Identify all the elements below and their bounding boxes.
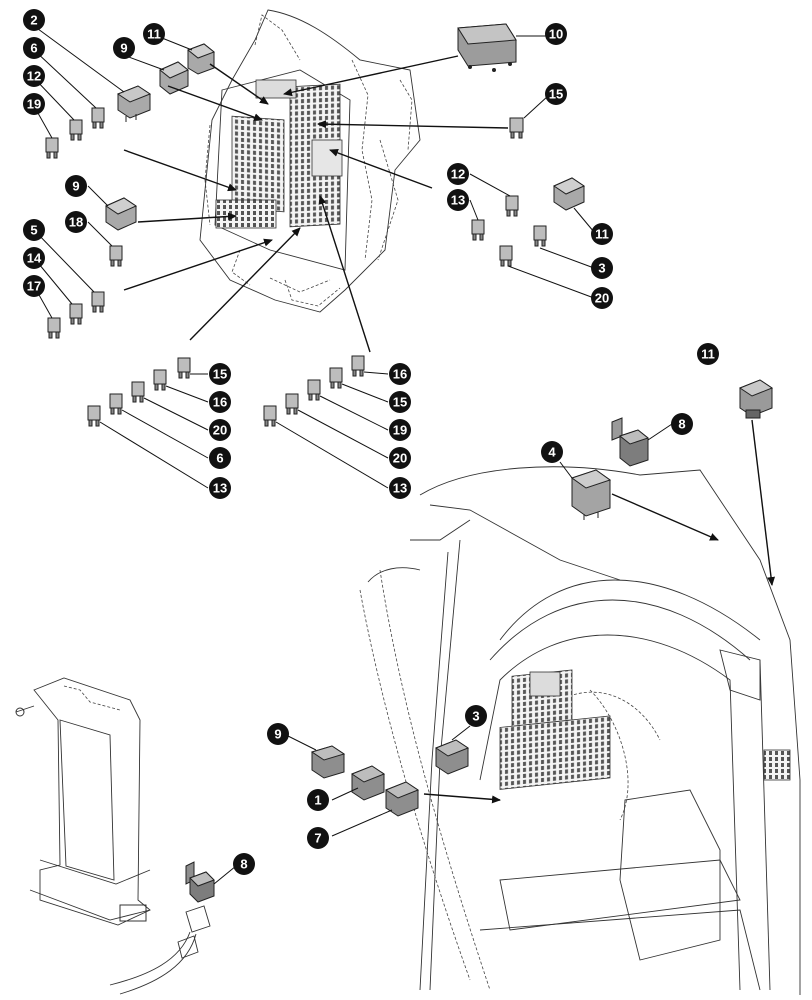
callout-15: 15 — [209, 363, 231, 385]
svg-text:7: 7 — [314, 831, 321, 846]
svg-text:19: 19 — [27, 97, 41, 112]
callout-17: 17 — [23, 275, 45, 297]
svg-text:20: 20 — [595, 291, 609, 306]
callout-2: 2 — [23, 9, 45, 31]
svg-text:13: 13 — [213, 481, 227, 496]
callout-12: 12 — [447, 163, 469, 185]
callout-13: 13 — [389, 477, 411, 499]
callout-11: 11 — [143, 23, 165, 45]
fuse-row-bottom-left — [87, 357, 191, 427]
relay-part-7 — [384, 781, 420, 817]
callout-1: 1 — [307, 789, 329, 811]
relay-part-2 — [116, 85, 152, 122]
svg-text:20: 20 — [393, 451, 407, 466]
fuse-set-upper-left — [45, 107, 105, 159]
relay-part-11-lower — [738, 379, 774, 419]
callout-20: 20 — [591, 287, 613, 309]
svg-text:9: 9 — [72, 179, 79, 194]
svg-text:17: 17 — [27, 279, 41, 294]
callout-16: 16 — [389, 363, 411, 385]
relay-part-9-lower — [310, 745, 346, 779]
svg-text:20: 20 — [213, 423, 227, 438]
svg-text:3: 3 — [598, 261, 605, 276]
cab-frame-assembly — [359, 466, 801, 995]
svg-text:9: 9 — [120, 41, 127, 56]
callout-15: 15 — [389, 391, 411, 413]
svg-text:6: 6 — [30, 41, 37, 56]
callout-badges: 2 6 12 19 9 11 10 15 12 13 11 3 20 9 18 … — [23, 9, 719, 875]
fuse-part-15-right — [509, 117, 524, 139]
callout-12: 12 — [23, 65, 45, 87]
svg-text:1: 1 — [314, 793, 321, 808]
svg-text:6: 6 — [216, 451, 223, 466]
control-module-part-10 — [457, 23, 517, 72]
svg-text:13: 13 — [451, 193, 465, 208]
svg-text:19: 19 — [393, 423, 407, 438]
svg-text:5: 5 — [30, 223, 37, 238]
callout-3: 3 — [591, 257, 613, 279]
callout-8: 8 — [233, 853, 255, 875]
callout-7: 7 — [307, 827, 329, 849]
svg-text:13: 13 — [393, 481, 407, 496]
callout-4: 4 — [541, 441, 563, 463]
callout-11: 11 — [591, 223, 613, 245]
svg-text:3: 3 — [472, 709, 479, 724]
callout-5: 5 — [23, 219, 45, 241]
relay-part-3-lower — [434, 739, 470, 775]
fuse-box-assembly — [199, 9, 421, 313]
parts-cluster-right — [471, 177, 586, 267]
svg-text:11: 11 — [701, 347, 715, 362]
relay-part-4 — [570, 469, 612, 520]
svg-text:11: 11 — [147, 27, 161, 42]
relay-part-9-top — [159, 61, 189, 95]
svg-text:4: 4 — [548, 445, 556, 460]
svg-text:14: 14 — [27, 251, 42, 266]
relay-bracket-part-8-upper — [611, 417, 650, 467]
callout-20: 20 — [209, 419, 231, 441]
relay-part-1 — [350, 765, 386, 801]
svg-text:12: 12 — [451, 167, 465, 182]
svg-text:18: 18 — [69, 215, 83, 230]
callout-20: 20 — [389, 447, 411, 469]
relay-part-9-middle — [104, 197, 138, 231]
svg-text:15: 15 — [549, 87, 563, 102]
callout-16: 16 — [209, 391, 231, 413]
callout-14: 14 — [23, 247, 45, 269]
callout-8: 8 — [671, 413, 693, 435]
leader-lines — [33, 25, 776, 885]
svg-text:8: 8 — [678, 417, 685, 432]
svg-text:9: 9 — [274, 727, 281, 742]
callout-11: 11 — [697, 343, 719, 365]
callout-9: 9 — [65, 175, 87, 197]
callout-19: 19 — [23, 93, 45, 115]
callout-13: 13 — [447, 189, 469, 211]
callout-15: 15 — [545, 83, 567, 105]
callout-18: 18 — [65, 211, 87, 233]
relay-part-11-top — [187, 43, 215, 75]
svg-text:16: 16 — [213, 395, 227, 410]
callout-10: 10 — [545, 23, 567, 45]
callout-6: 6 — [209, 447, 231, 469]
wiring-harness-connector — [109, 905, 211, 995]
fuse-set-middle-left — [47, 245, 123, 339]
callout-13: 13 — [209, 477, 231, 499]
callout-9: 9 — [113, 37, 135, 59]
callout-6: 6 — [23, 37, 45, 59]
svg-text:2: 2 — [30, 13, 37, 28]
svg-text:11: 11 — [595, 227, 609, 242]
svg-text:15: 15 — [393, 395, 407, 410]
callout-3: 3 — [465, 705, 487, 727]
relay-bracket-part-8-lower — [185, 861, 215, 903]
svg-text:10: 10 — [549, 27, 563, 42]
support-frame-assembly — [15, 677, 151, 926]
svg-text:8: 8 — [240, 857, 247, 872]
svg-text:16: 16 — [393, 367, 407, 382]
callout-19: 19 — [389, 419, 411, 441]
fuse-row-bottom-right — [263, 355, 365, 427]
svg-text:15: 15 — [213, 367, 227, 382]
svg-text:12: 12 — [27, 69, 41, 84]
callout-9: 9 — [267, 723, 289, 745]
